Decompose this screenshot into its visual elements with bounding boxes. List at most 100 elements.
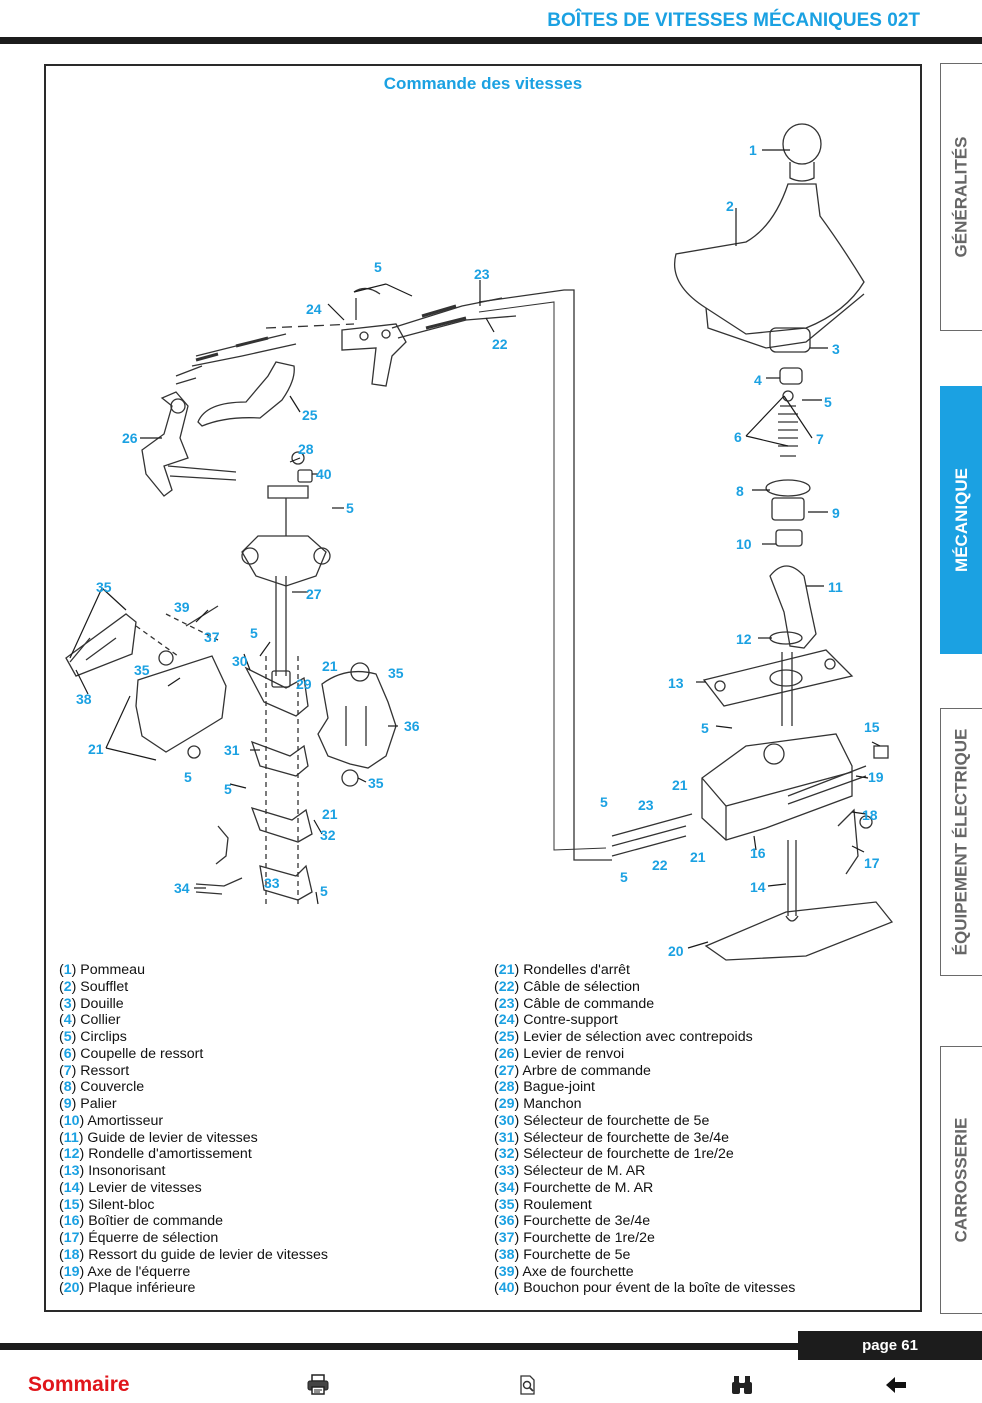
printer-icon[interactable] — [306, 1374, 330, 1396]
callout: 21 — [672, 777, 688, 793]
callout: 35 — [388, 665, 404, 681]
binoculars-icon[interactable] — [730, 1374, 754, 1396]
callout: 2 — [726, 198, 734, 214]
legend-text: Contre-support — [523, 1012, 618, 1029]
legend-number: 21 — [498, 962, 515, 978]
legend-item: (37) Fourchette de 1re/2e — [494, 1230, 655, 1246]
tab-mecanique[interactable]: MÉCANIQUE — [940, 386, 982, 654]
legend-item: (27) Arbre de commande — [494, 1062, 651, 1079]
legend-text: Sélecteur de fourchette de 5e — [523, 1112, 710, 1129]
legend-text: Sélecteur de fourchette de 1re/2e — [523, 1146, 734, 1163]
legend-item: (21) Rondelles d'arrêt — [494, 962, 630, 978]
tab-label: MÉCANIQUE — [951, 468, 971, 572]
magnifier-page-icon[interactable] — [516, 1374, 540, 1396]
legend-number: 19 — [63, 1263, 80, 1280]
callout: 5 — [224, 781, 232, 797]
arrow-left-icon[interactable] — [884, 1374, 908, 1396]
tab-generalites[interactable]: GÉNÉRALITÉS — [940, 63, 982, 331]
legend-item: (4) Collier — [59, 1012, 121, 1029]
legend-item: (25) Levier de sélection avec contrepoid… — [494, 1029, 753, 1045]
callout: 5 — [184, 769, 192, 785]
legend-text: Insonorisant — [88, 1163, 166, 1179]
legend-number: 20 — [63, 1280, 80, 1297]
legend-text: Amortisseur — [87, 1112, 164, 1129]
legend-item: (1) Pommeau — [59, 962, 145, 978]
legend-number: 30 — [498, 1112, 515, 1129]
callout: 19 — [868, 769, 884, 785]
legend-text: Sélecteur de fourchette de 3e/4e — [523, 1129, 730, 1146]
callout: 10 — [736, 536, 752, 552]
legend-text: Sélecteur de M. AR — [523, 1163, 646, 1179]
legend-item: (26) Levier de renvoi — [494, 1045, 625, 1062]
legend-text: Arbre de commande — [522, 1062, 651, 1079]
callout: 26 — [122, 430, 138, 446]
legend-text: Circlips — [80, 1029, 127, 1045]
callout: 21 — [690, 849, 706, 865]
legend-number: 3 — [63, 995, 72, 1012]
tab-equipement-electrique[interactable]: ÉQUIPEMENT ÉLECTRIQUE — [940, 708, 982, 976]
legend-item: (20) Plaque inférieure — [59, 1280, 196, 1297]
callout: 29 — [296, 676, 312, 692]
legend-number: 14 — [63, 1179, 80, 1196]
legend-item: (39) Axe de fourchette — [494, 1263, 634, 1280]
legend-text: Guide de levier de vitesses — [87, 1129, 258, 1146]
callout: 21 — [322, 658, 338, 674]
legend-number: 13 — [63, 1163, 80, 1179]
legend-item: (24) Contre-support — [494, 1012, 618, 1029]
legend-item: (14) Levier de vitesses — [59, 1179, 202, 1196]
legend-text: Soufflet — [80, 978, 129, 995]
legend-text: Couvercle — [80, 1079, 145, 1096]
legend-number: 16 — [63, 1213, 80, 1230]
legend-item: (9) Palier — [59, 1096, 117, 1112]
callout: 5 — [620, 869, 628, 885]
callout: 5 — [250, 625, 258, 641]
legend-number: 37 — [498, 1230, 515, 1246]
callout: 39 — [174, 599, 190, 615]
callout: 5 — [346, 500, 354, 516]
callout: 6 — [734, 429, 742, 445]
legend-text: Axe de l'équerre — [87, 1263, 191, 1280]
legend-number: 23 — [498, 995, 515, 1012]
legend-text: Fourchette de M. AR — [523, 1179, 654, 1196]
callout: 22 — [492, 336, 508, 352]
legend-text: Équerre de sélection — [88, 1230, 219, 1246]
legend-number: 2 — [63, 978, 72, 995]
tab-carrosserie[interactable]: CARROSSERIE — [940, 1046, 982, 1314]
legend-left: (1) Pommeau(2) Soufflet(3) Douille(4) Co… — [59, 962, 328, 1297]
callout: 3 — [832, 341, 840, 357]
legend-item: (36) Fourchette de 3e/4e — [494, 1213, 651, 1230]
sommaire-link[interactable]: Sommaire — [28, 1373, 130, 1396]
legend-text: Manchon — [523, 1096, 582, 1112]
callout: 14 — [750, 879, 766, 895]
legend-item: (38) Fourchette de 5e — [494, 1246, 631, 1263]
callout: 17 — [864, 855, 880, 871]
legend-item: (13) Insonorisant — [59, 1163, 166, 1179]
legend-item: (30) Sélecteur de fourchette de 5e — [494, 1112, 710, 1129]
legend-item: (32) Sélecteur de fourchette de 1re/2e — [494, 1146, 734, 1163]
legend-item: (7) Ressort — [59, 1062, 130, 1079]
callout: 20 — [668, 943, 684, 959]
legend-text: Silent-bloc — [88, 1196, 155, 1213]
callout: 8 — [736, 483, 744, 499]
callout: 24 — [306, 301, 322, 317]
page-number: page 61 — [798, 1331, 982, 1360]
legend-item: (40) Bouchon pour évent de la boîte de v… — [494, 1280, 796, 1297]
legend-number: 4 — [63, 1012, 72, 1029]
legend-item: (31) Sélecteur de fourchette de 3e/4e — [494, 1129, 730, 1146]
legend-number: 5 — [63, 1029, 72, 1045]
callout: 33 — [264, 875, 280, 891]
legend-item: (11) Guide de levier de vitesses — [59, 1129, 258, 1146]
legend-item: (16) Boîtier de commande — [59, 1213, 224, 1230]
legend-number: 10 — [63, 1112, 80, 1129]
legend-text: Fourchette de 5e — [523, 1246, 631, 1263]
legend-text: Axe de fourchette — [522, 1263, 634, 1280]
page-header-title: BOÎTES DE VITESSES MÉCANIQUES 02T — [547, 10, 920, 31]
legend-text: Fourchette de 3e/4e — [523, 1213, 651, 1230]
legend-item: (17) Équerre de sélection — [59, 1230, 219, 1246]
callout: 35 — [96, 579, 112, 595]
legend-text: Boîtier de commande — [88, 1213, 224, 1230]
callout: 13 — [668, 675, 684, 691]
callout: 27 — [306, 586, 322, 602]
legend-number: 18 — [63, 1246, 80, 1263]
legend-text: Palier — [80, 1096, 117, 1112]
